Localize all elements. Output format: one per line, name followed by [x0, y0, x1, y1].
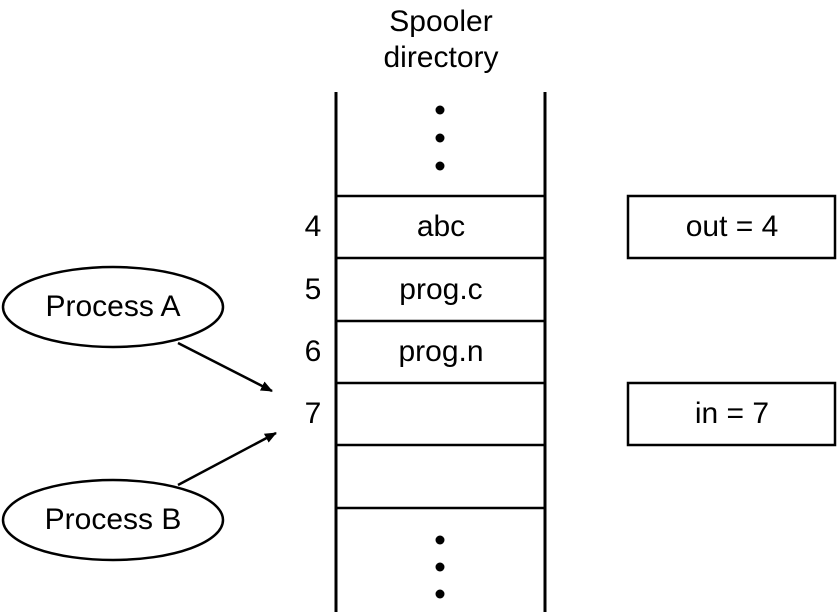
- ellipsis-dot: [435, 589, 445, 599]
- process-b-arrow: [177, 431, 277, 487]
- slot-index-6: 6: [304, 335, 322, 368]
- ellipsis-dot: [435, 133, 445, 143]
- ellipsis-dot: [435, 161, 445, 171]
- in-variable-box: [626, 381, 837, 447]
- slot-content-prog-c: prog.c: [399, 273, 483, 306]
- slot-index-4: 4: [304, 210, 322, 243]
- spooler-directory-title: Spooler directory: [336, 4, 546, 76]
- slot-content-prog-n: prog.n: [398, 335, 484, 368]
- process-b-label: Process B: [44, 503, 182, 536]
- bottom-ellipsis: [435, 535, 445, 599]
- title-line-2: directory: [383, 41, 499, 74]
- out-variable-label: out = 4: [685, 210, 779, 243]
- process-a-arrow: [177, 341, 273, 393]
- top-ellipsis: [435, 105, 445, 171]
- process-a-label: Process A: [45, 290, 181, 323]
- title-line-1: Spooler: [389, 5, 493, 38]
- slot-content-abc: abc: [416, 210, 466, 243]
- in-variable-label: in = 7: [694, 397, 770, 430]
- process-b-ellipse: [1, 478, 225, 562]
- slot-index-7: 7: [304, 397, 322, 430]
- slot-index-5: 5: [304, 273, 322, 306]
- process-a-ellipse: [1, 265, 225, 349]
- ellipsis-dot: [435, 562, 445, 572]
- ellipsis-dot: [435, 105, 445, 115]
- ellipsis-dot: [435, 535, 445, 545]
- out-variable-box: [626, 194, 837, 260]
